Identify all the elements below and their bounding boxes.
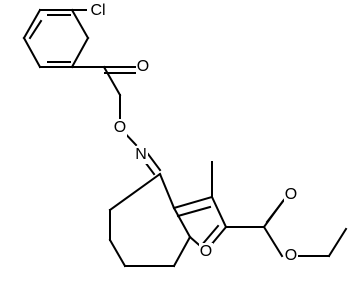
benzoyl-ester xyxy=(71,65,136,97)
ethyl-ester-oxygen-label-bg xyxy=(284,247,298,265)
ethyl-carbonyl-oxygen-label: O xyxy=(285,186,297,203)
oxime-nitrogen-label-bg xyxy=(134,146,148,164)
ring-oxygen-label-bg xyxy=(199,243,213,261)
chlorine-label: Cl xyxy=(90,2,105,19)
ethyl-ester-oxygen-label: O xyxy=(285,247,297,264)
oxime-nitrogen-label: N xyxy=(135,146,147,163)
ring-oxygen-label: O xyxy=(200,243,212,260)
ethyl-carbonyl-oxygen-label-bg xyxy=(284,186,298,204)
ester-oxygen-label: O xyxy=(114,119,126,136)
carbonyl-oxygen-label: O xyxy=(137,58,149,75)
cl-label-bg xyxy=(87,1,109,19)
ethyl-ester xyxy=(225,194,348,258)
ester-oxygen-label-bg xyxy=(113,119,127,137)
carbonyl-oxygen-label-bg xyxy=(136,58,150,76)
fused-ring-system xyxy=(108,172,228,268)
benzene-ring xyxy=(22,8,90,69)
